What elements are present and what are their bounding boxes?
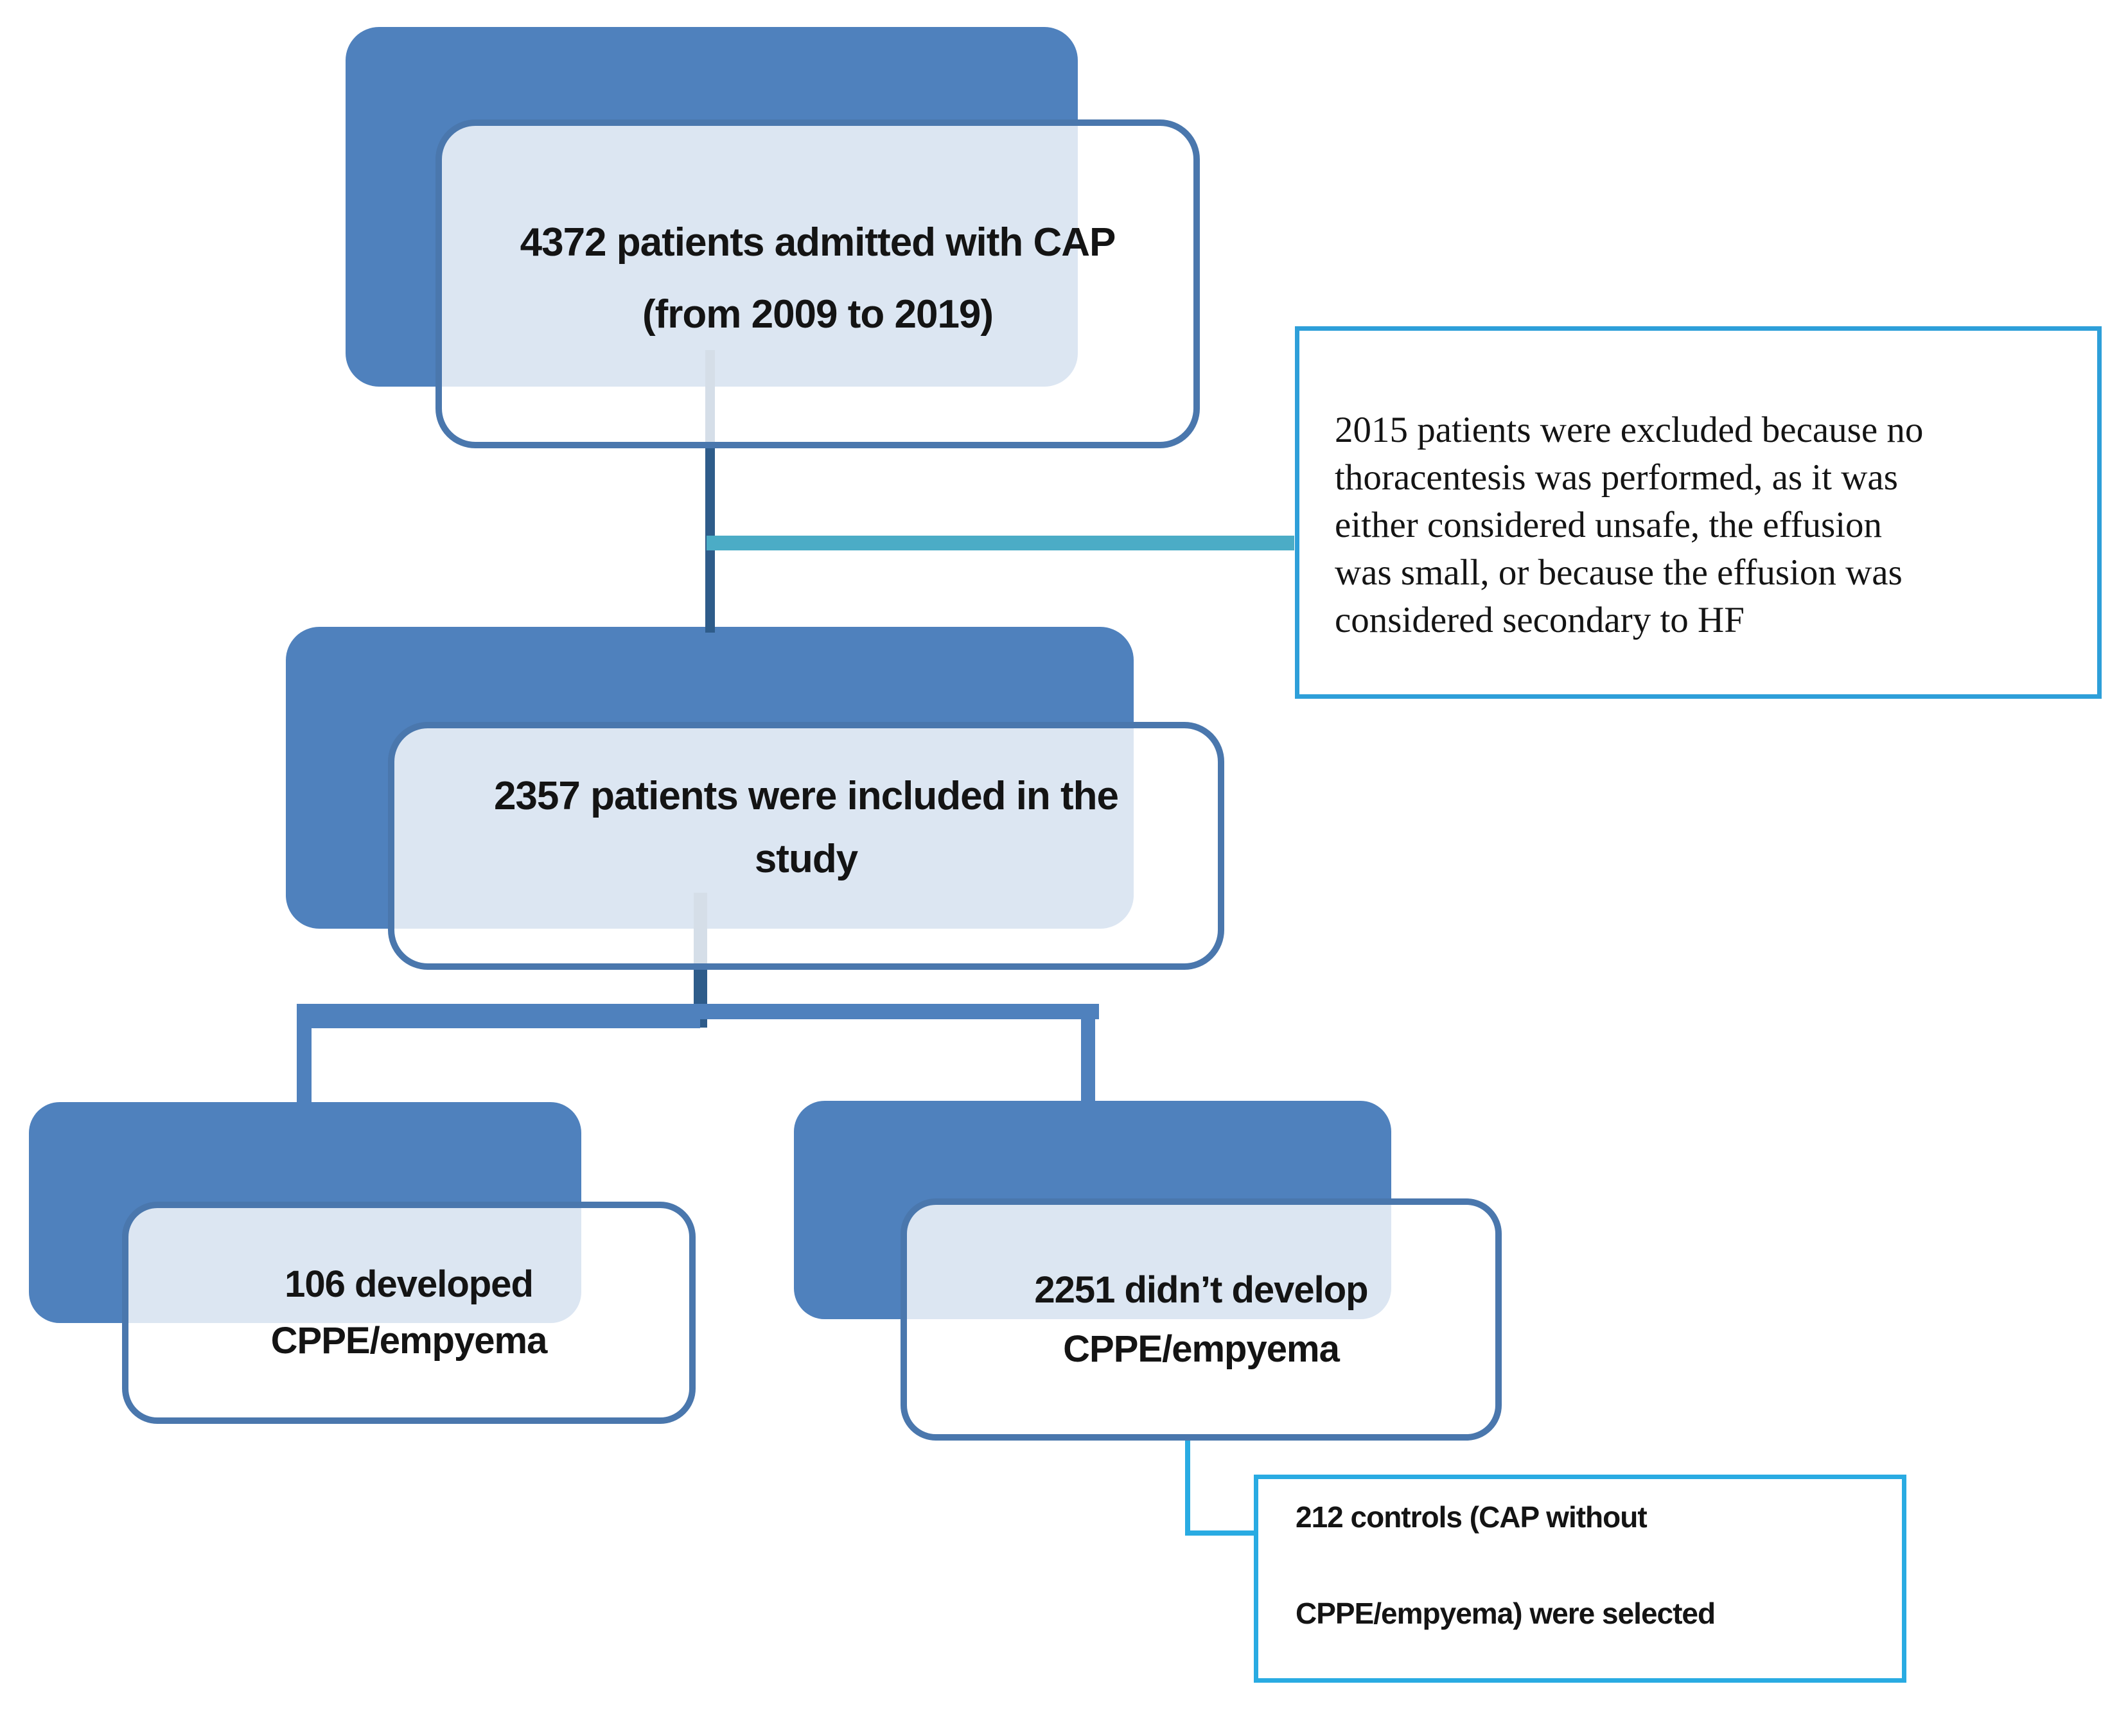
controls-note: 212 controls (CAP without CPPE/empyema) … [1254, 1475, 1906, 1683]
controls-note-line1: 212 controls (CAP without [1296, 1500, 1648, 1534]
admitted-node: 4372 patients admitted with CAP (from 20… [435, 119, 1200, 448]
not-developed-line1: 2251 didn’t develop [1034, 1268, 1368, 1311]
excluded-note-line: was small, or because the effusion was [1335, 552, 1903, 593]
admitted-line1: 4372 patients admitted with CAP [520, 220, 1116, 265]
included-node: 2357 patients were included in the study [388, 722, 1224, 970]
connector-branch-right [1081, 1004, 1095, 1102]
included-line1: 2357 patients were included in the [493, 774, 1119, 818]
included-line2: study [754, 837, 858, 881]
excluded-note-line: 2015 patients were excluded because no [1335, 410, 1924, 450]
developed-line1: 106 developed [285, 1263, 534, 1305]
developed-line2: CPPE/empyema [270, 1320, 548, 1362]
excluded-note: 2015 patients were excluded because no t… [1295, 326, 2102, 699]
excluded-note-line: considered secondary to HF [1335, 600, 1745, 640]
connector-controls-vertical [1185, 1441, 1190, 1535]
connector-branch-left [297, 1004, 312, 1102]
excluded-note-line: either considered unsafe, the effusion [1335, 505, 1883, 545]
admitted-line2: (from 2009 to 2019) [642, 292, 994, 337]
excluded-note-line: thoracentesis was performed, as it was [1335, 457, 1898, 498]
connector-excluded-note [707, 536, 1294, 550]
not-developed-node: 2251 didn’t develop CPPE/empyema [901, 1198, 1502, 1441]
connector-controls-horizontal [1185, 1530, 1254, 1536]
not-developed-line2: CPPE/empyema [1063, 1328, 1340, 1370]
developed-node: 106 developed CPPE/empyema [122, 1202, 696, 1424]
connector-branch-bar-left-step [307, 1013, 700, 1028]
controls-note-line2: CPPE/empyema) were selected [1296, 1597, 1716, 1630]
